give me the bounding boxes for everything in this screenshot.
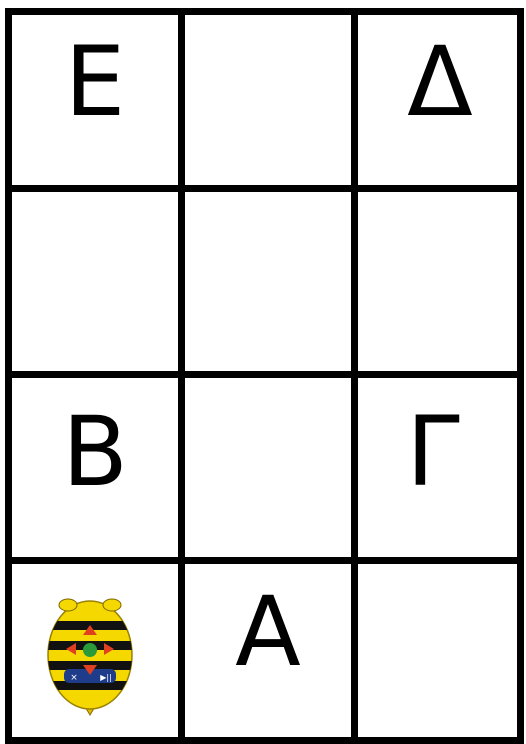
cell-letter-alpha: Α: [235, 576, 301, 688]
cell-letter-beta: Β: [62, 396, 128, 508]
svg-text:▶||: ▶||: [100, 673, 112, 682]
cell-letter-gamma: Γ: [406, 396, 459, 508]
grid-line-bottom: [5, 737, 523, 744]
robot-go-button: [83, 643, 97, 657]
grid-line-row-1: [5, 185, 523, 192]
grid-line-row-2: [5, 371, 523, 378]
bee-bot-robot-icon: × ▶||: [40, 599, 140, 715]
cell-letter-delta: Δ: [407, 26, 473, 138]
robot-eye-right: [103, 599, 121, 611]
cell-letter-epsilon: Ε: [65, 26, 126, 138]
svg-text:×: ×: [70, 673, 78, 683]
grid-line-row-3: [5, 557, 523, 564]
grid-line-col-1: [178, 8, 185, 744]
robot-eye-left: [59, 599, 77, 611]
grid-line-col-2: [351, 8, 358, 744]
grid-line-top: [5, 8, 523, 15]
grid-line-left: [5, 8, 12, 744]
grid-line-right: [517, 8, 524, 744]
